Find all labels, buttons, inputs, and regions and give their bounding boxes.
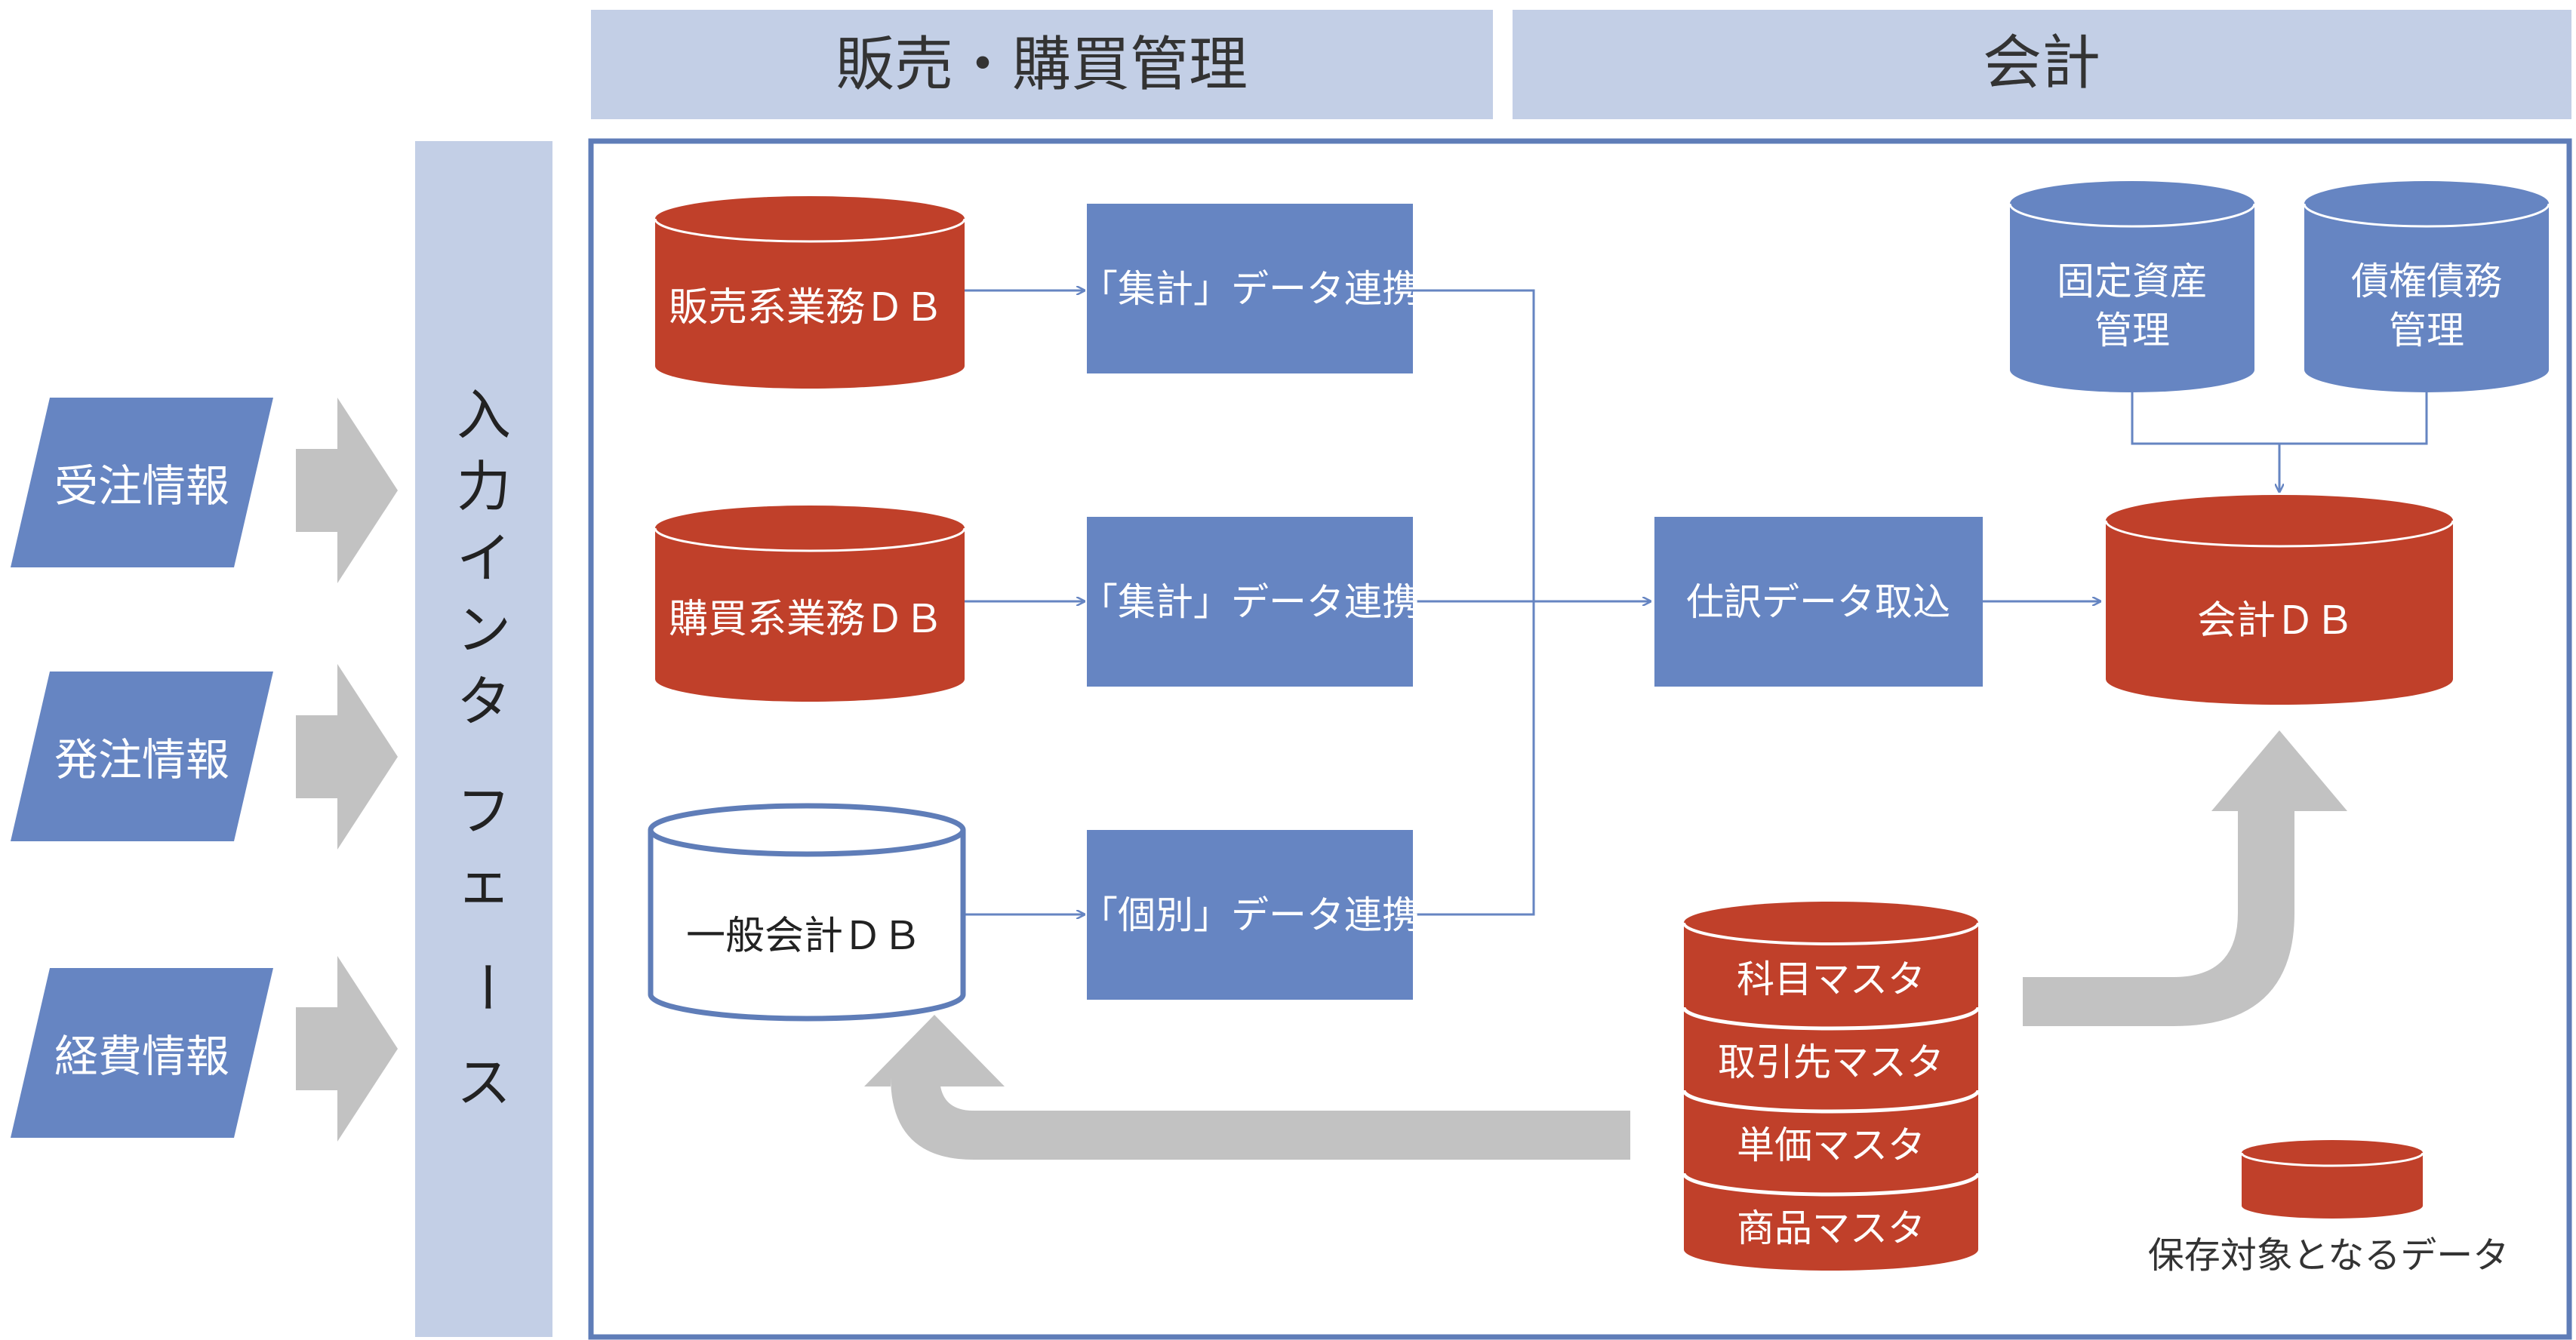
legend: 保存対象となるデータ xyxy=(2148,1140,2510,1277)
gray-arrow-icon xyxy=(296,398,398,583)
legend-db-icon xyxy=(2242,1153,2423,1219)
master-label: 取引先マスタ xyxy=(1718,1040,1944,1084)
process-label: 仕訳データ取込 xyxy=(1686,580,1950,624)
aggregate-link-sales: 「集計」データ連携 xyxy=(1080,204,1420,373)
fixed-assets-label: 管理 xyxy=(2094,309,2170,352)
gray-arrow-icon xyxy=(296,956,398,1142)
header-accounting: 会計 xyxy=(1513,10,2571,119)
master-label: 商品マスタ xyxy=(1737,1206,1925,1250)
master-label: 単価マスタ xyxy=(1737,1123,1925,1167)
input-order-placed: 発注情報 xyxy=(11,672,273,841)
header-sales-purchase-label: 販売・購買管理 xyxy=(836,31,1248,99)
receivables-payables-db: 債権債務 管理 xyxy=(2303,181,2550,392)
process-label: 「集計」データ連携 xyxy=(1080,580,1420,624)
main-frame xyxy=(588,138,2572,1340)
sales-db: 販売系業務ＤＢ xyxy=(654,196,966,389)
interface-char: ン xyxy=(457,598,511,662)
interface-char: 入 xyxy=(457,383,511,447)
interface-char: ス xyxy=(457,1051,511,1114)
process-label: 「集計」データ連携 xyxy=(1080,267,1420,311)
interface-char: フ xyxy=(457,779,511,843)
process-label: 「個別」データ連携 xyxy=(1080,893,1420,937)
master-label: 科目マスタ xyxy=(1737,957,1925,1001)
purchase-db-label: 購買系業務ＤＢ xyxy=(669,597,943,642)
input-order-received: 受注情報 xyxy=(11,398,273,567)
interface-char: イ xyxy=(457,527,511,590)
gray-arrow-icon xyxy=(296,664,398,850)
fixed-assets-db: 固定資産 管理 xyxy=(2008,181,2256,392)
aggregate-link-purchase: 「集計」データ連携 xyxy=(1080,517,1420,687)
legend-label: 保存対象となるデータ xyxy=(2148,1234,2510,1277)
receivables-label: 債権債務 xyxy=(2351,260,2502,303)
gray-curved-arrow-right xyxy=(2023,730,2347,1026)
general-ledger-db: 一般会計ＤＢ xyxy=(648,803,966,1022)
header-sales-purchase: 販売・購買管理 xyxy=(591,10,1493,119)
input-label: 受注情報 xyxy=(54,460,229,512)
input-interface: 入 力 イ ン タ フ ェ ー ス xyxy=(415,141,552,1337)
header-accounting-label: 会計 xyxy=(1983,29,2101,97)
interface-char: タ xyxy=(457,670,511,733)
input-expenses: 経費情報 xyxy=(11,968,273,1138)
input-label: 経費情報 xyxy=(54,1031,229,1082)
gray-curved-arrow-left xyxy=(864,1015,1630,1160)
journal-import: 仕訳データ取込 xyxy=(1654,517,1983,687)
accounting-db: 会計ＤＢ xyxy=(2104,495,2454,705)
general-ledger-db-label: 一般会計ＤＢ xyxy=(686,914,922,959)
accounting-db-label: 会計ＤＢ xyxy=(2197,598,2354,644)
input-label: 発注情報 xyxy=(54,734,229,785)
connectors xyxy=(964,290,2428,914)
sales-db-label: 販売系業務ＤＢ xyxy=(669,285,943,330)
interface-char: ェ xyxy=(457,851,511,914)
purchase-db: 購買系業務ＤＢ xyxy=(654,506,966,702)
individual-link: 「個別」データ連携 xyxy=(1080,830,1420,1000)
interface-char: 力 xyxy=(457,455,511,518)
master-data-stack: 科目マスタ 取引先マスタ 単価マスタ 商品マスタ xyxy=(1682,902,1980,1271)
fixed-assets-label: 固定資産 xyxy=(2057,260,2208,303)
receivables-label: 管理 xyxy=(2389,309,2464,352)
interface-char: ー xyxy=(454,960,518,1014)
